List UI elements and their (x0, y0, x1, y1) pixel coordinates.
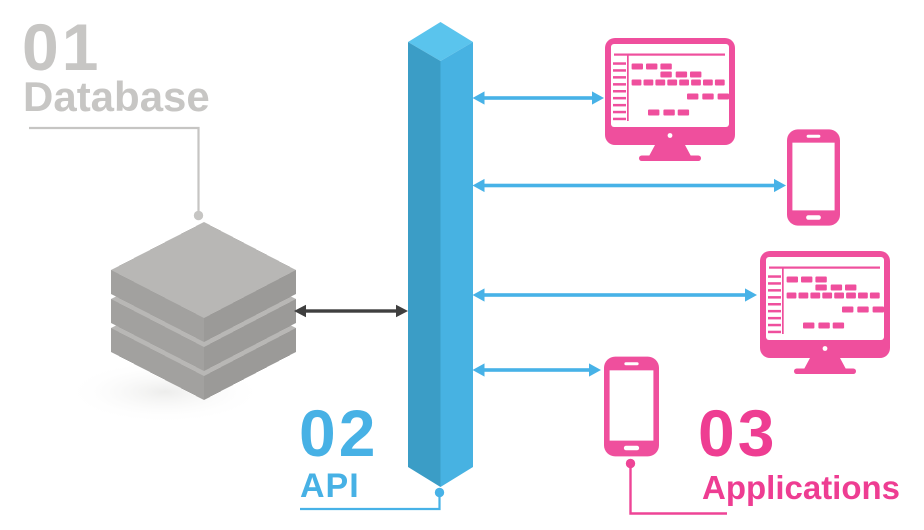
api-phone2-arrow (472, 363, 601, 377)
api-monitor1-arrow (472, 91, 604, 105)
db-api-arrow (294, 304, 408, 318)
database-connector-line (29, 126, 204, 221)
applications-step-number: 03 (698, 396, 778, 470)
api-label: API (300, 467, 360, 505)
api-connector-line (300, 487, 445, 511)
applications-connector-line (625, 458, 727, 515)
api-phone1-arrow (472, 178, 786, 193)
applications-label: Applications (702, 469, 901, 506)
database-step-number: 01 (22, 10, 102, 84)
api-step-number: 02 (299, 396, 379, 470)
api-bar-icon (408, 22, 473, 487)
monitor-icon-2 (760, 251, 890, 374)
phone-icon-1 (787, 129, 840, 226)
database-stack-icon (111, 222, 296, 400)
monitor-icon-1 (605, 38, 735, 161)
api-monitor2-arrow (472, 288, 757, 302)
phone-icon-2 (604, 356, 659, 457)
database-label: Database (23, 73, 210, 120)
